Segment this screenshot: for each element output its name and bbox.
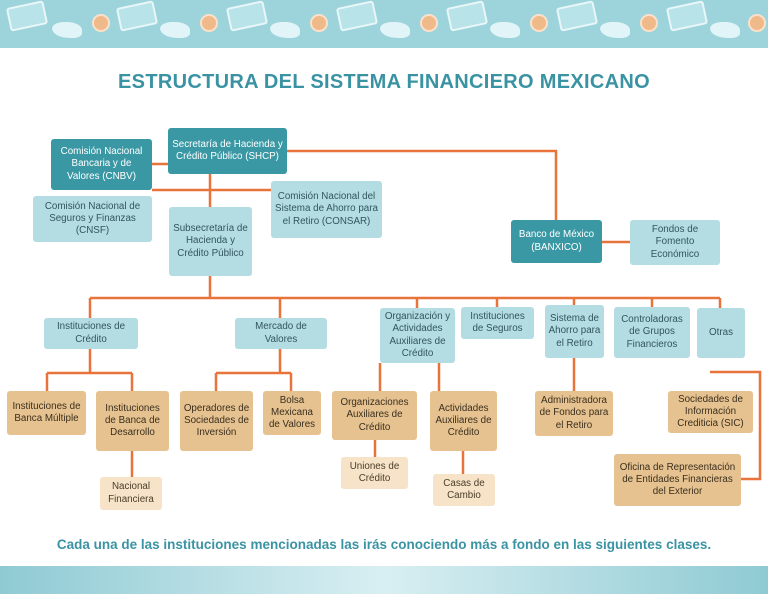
coin-icon [92, 14, 110, 32]
node-afore: Administradora de Fondos para el Retiro [535, 391, 613, 436]
coin-icon [200, 14, 218, 32]
node-otras: Otras [697, 308, 745, 358]
node-bolsa: Bolsa Mexicana de Valores [263, 391, 321, 435]
map-icon [600, 22, 630, 38]
node-cnsf: Comisión Nacional de Seguros y Finanzas … [33, 196, 152, 242]
node-inst-credito: Instituciones de Crédito [44, 318, 138, 349]
node-org-aux-credito: Organizaciones Auxiliares de Crédito [332, 391, 417, 440]
map-icon [710, 22, 740, 38]
coin-icon [748, 14, 766, 32]
node-sar: Sistema de Ahorro para el Retiro [545, 305, 604, 358]
node-oficina-rep: Oficina de Representación de Entidades F… [614, 454, 741, 506]
coin-icon [530, 14, 548, 32]
node-consar: Comisión Nacional del Sistema de Ahorro … [271, 181, 382, 238]
node-controladoras: Controladoras de Grupos Financieros [614, 307, 690, 358]
page-title: ESTRUCTURA DEL SISTEMA FINANCIERO MEXICA… [118, 71, 650, 93]
footnote-text: Cada una de las instituciones mencionada… [56, 537, 712, 552]
node-org-aux: Organización y Actividades Auxiliares de… [380, 308, 455, 363]
node-operadores: Operadores de Sociedades de Inversión [180, 391, 253, 451]
connector-shcp-banxico [286, 149, 558, 220]
node-cnbv: Comisión Nacional Bancaria y de Valores … [51, 139, 152, 190]
map-icon [160, 22, 190, 38]
node-nafin: Nacional Financiera [100, 477, 162, 510]
decorative-banner [0, 0, 768, 48]
node-banca-desarrollo: Instituciones de Banca de Desarrollo [96, 391, 169, 451]
node-banxico: Banco de México (BANXICO) [511, 220, 602, 263]
node-fondos-fomento: Fondos de Fomento Económico [630, 220, 720, 265]
map-icon [270, 22, 300, 38]
node-uniones: Uniones de Crédito [341, 457, 408, 489]
decorative-footer-bar [0, 566, 768, 594]
node-actividades-aux: Actividades Auxiliares de Crédito [430, 391, 497, 451]
node-inst-seguros: Instituciones de Seguros [461, 307, 534, 339]
map-icon [490, 22, 520, 38]
node-subsecretaria: Subsecretaría de Hacienda y Crédito Públ… [169, 207, 252, 276]
map-icon [380, 22, 410, 38]
node-shcp: Secretaría de Hacienda y Crédito Público… [168, 128, 287, 174]
node-casas-cambio: Casas de Cambio [433, 474, 495, 506]
coin-icon [420, 14, 438, 32]
coin-icon [640, 14, 658, 32]
node-sic: Sociedades de Información Crediticia (SI… [668, 391, 753, 433]
node-mercado-valores: Mercado de Valores [235, 318, 327, 349]
node-banca-multiple: Instituciones de Banca Múltiple [7, 391, 86, 435]
map-icon [52, 22, 82, 38]
coin-icon [310, 14, 328, 32]
